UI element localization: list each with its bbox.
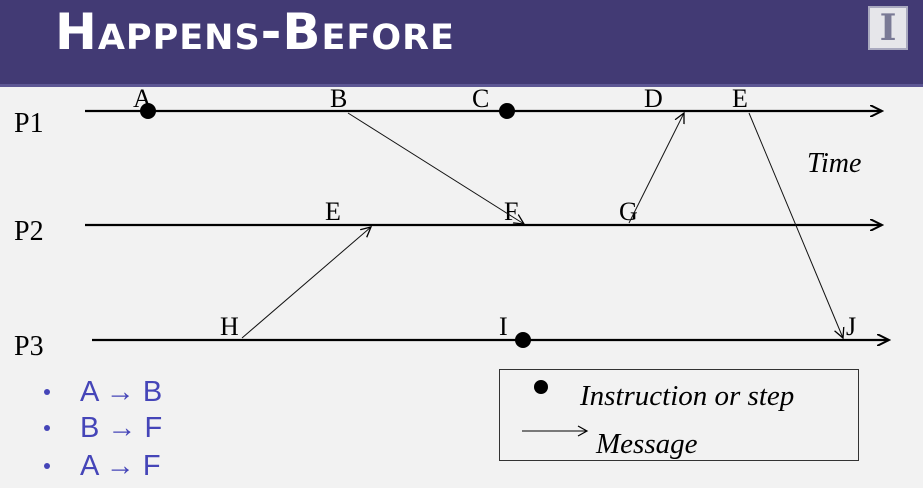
event-label-a: A [133,84,152,113]
event-label-e-p2: E [325,197,341,226]
message-e-to-j [748,112,843,338]
bullet-icon [44,463,50,469]
list-item: A → B [40,374,240,410]
event-label-e-p1: E [732,84,748,113]
message-arrow-icon [522,425,589,437]
message-b-to-f [347,112,524,224]
event-label-f: F [504,197,518,226]
event-dot-i [515,332,531,348]
event-label-b: B [330,84,347,113]
event-label-d: D [644,84,663,113]
event-dot-a [140,103,156,119]
header-divider [0,84,923,87]
time-axis-label: Time [807,148,861,179]
legend-message-label: Message [596,428,698,460]
bullet-icon [44,389,50,395]
event-dot-c [499,103,515,119]
event-label-i: I [499,312,508,341]
process-label-p3: P3 [14,331,44,362]
message-g-to-d [628,113,684,224]
relation-text: A → F [80,450,161,482]
message-h-to-e [241,227,371,339]
legend: Instruction or step Message [499,369,859,461]
relation-text: A → B [80,376,163,408]
event-label-h: H [220,312,239,341]
event-label-c: C [472,84,489,113]
event-label-g: G [619,197,638,226]
list-item: B → F [40,410,240,446]
slide-title: Happens-Before [55,3,455,61]
logo-letter: I [879,7,897,49]
event-label-j: J [846,312,856,341]
header-bar [0,0,923,84]
bullet-icon [44,425,50,431]
relation-text: B → F [80,412,163,444]
process-label-p2: P2 [14,216,44,247]
list-item: A → F [40,448,240,484]
legend-instruction-label: Instruction or step [580,380,795,412]
process-label-p1: P1 [14,108,44,139]
instruction-dot-icon [534,380,548,394]
university-logo: I [868,6,908,50]
